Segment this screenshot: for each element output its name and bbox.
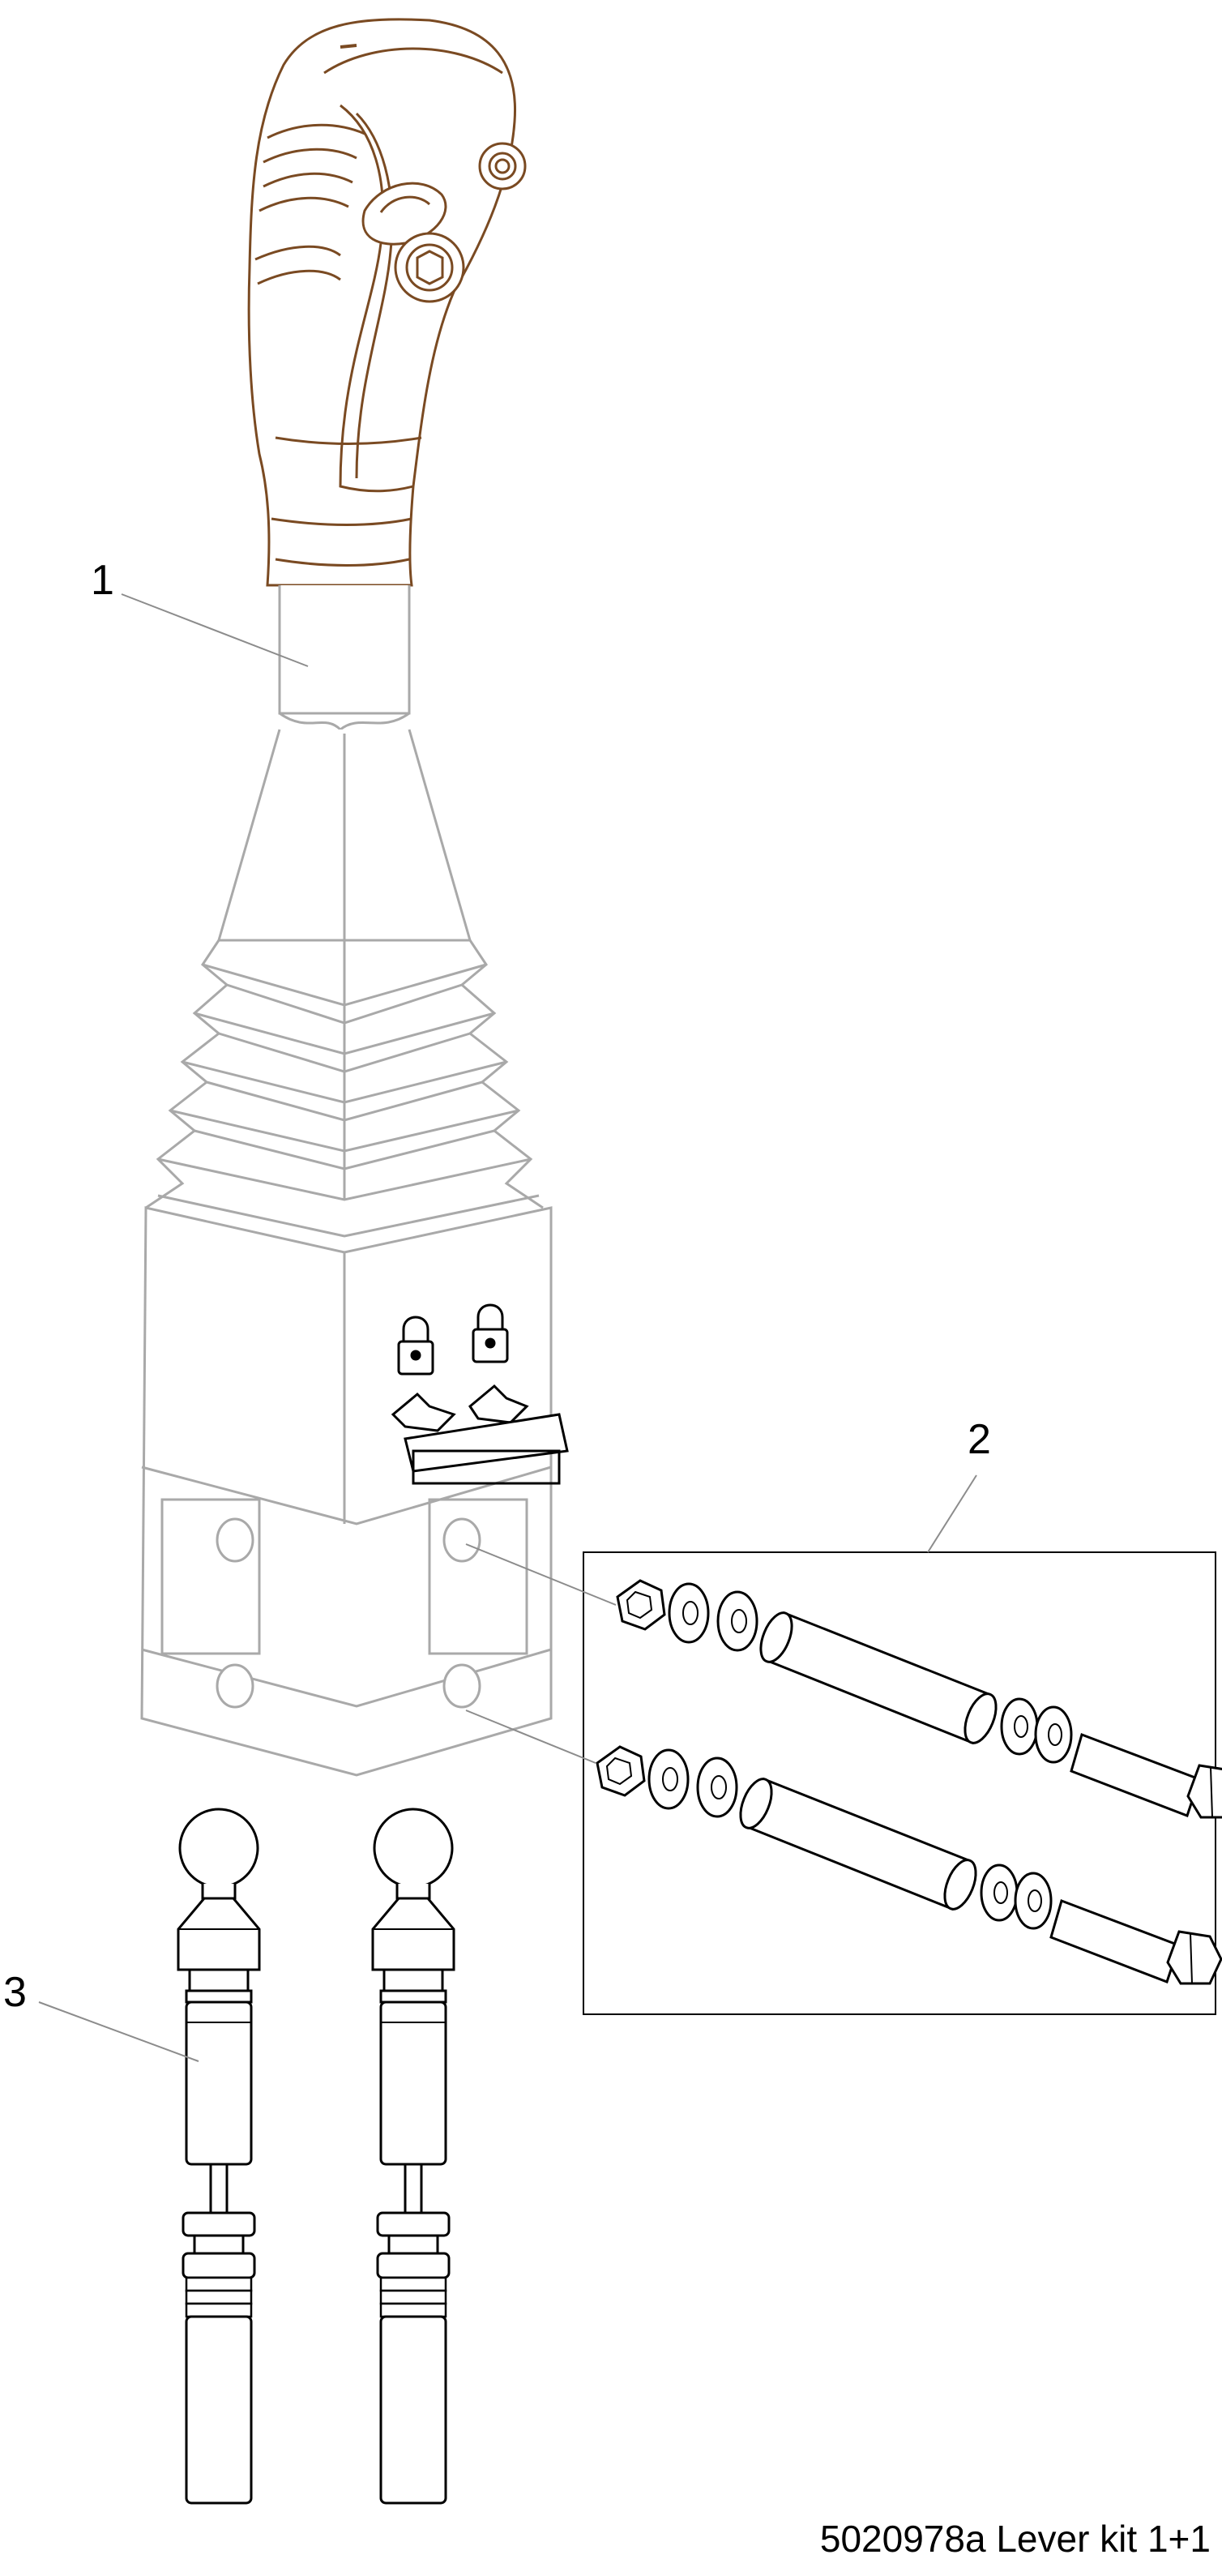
lock-symbols	[391, 1303, 569, 1485]
diagram-caption: 5020978a Lever kit 1+1	[819, 2518, 1211, 2560]
callout-1: 1	[91, 557, 114, 604]
leader-lines	[38, 593, 977, 2062]
pin-assembly-right	[371, 1808, 455, 2505]
lever-boot	[140, 585, 553, 1777]
lever-handle	[247, 18, 527, 587]
callout-2: 2	[968, 1416, 991, 1463]
pin-assembly-left	[177, 1808, 261, 2505]
callout-3: 3	[3, 1969, 27, 2016]
